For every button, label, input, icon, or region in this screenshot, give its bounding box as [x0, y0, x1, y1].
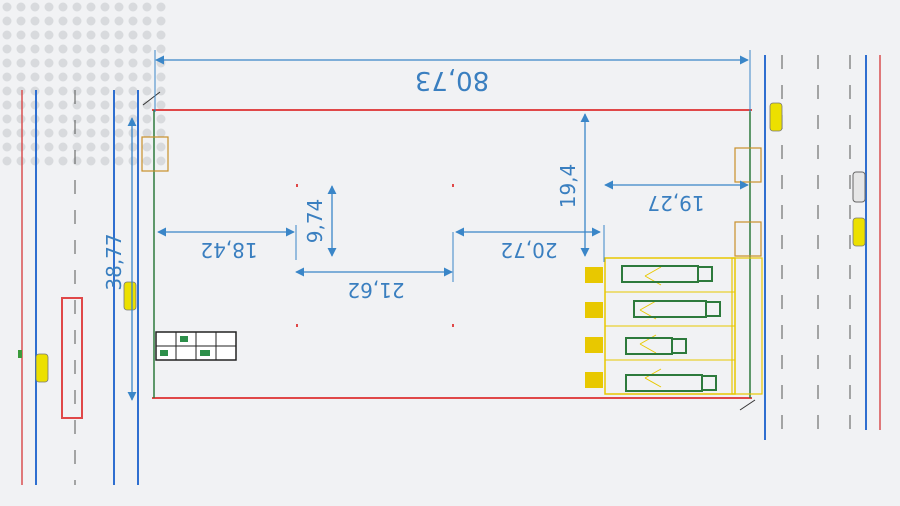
dim-span-left: 18,42 — [200, 238, 257, 262]
dim-span-middle: 21,62 — [347, 278, 404, 302]
yellow-car-right-2 — [852, 217, 866, 247]
loading-docks — [585, 257, 763, 395]
grey-car-right — [852, 171, 866, 203]
dimension-labels: 80,73 38,77 19,4 19,27 18,42 9,74 21,62 … — [102, 65, 705, 302]
trucks — [621, 265, 721, 392]
dimension-lines — [127, 50, 751, 401]
dock-door-1 — [585, 267, 603, 283]
yellow-car-right — [769, 102, 783, 132]
dim-gap-right: 19,27 — [647, 191, 704, 215]
column-markers — [296, 184, 454, 327]
gatehouse-right-2 — [734, 221, 762, 257]
dim-span-dock: 20,72 — [500, 238, 557, 262]
right-road — [764, 55, 881, 440]
dock-door-3 — [585, 337, 603, 353]
dim-overall-length: 80,73 — [415, 65, 489, 95]
gatehouse-left — [141, 136, 169, 172]
office-block — [155, 331, 237, 361]
dim-overall-width: 38,77 — [102, 233, 126, 290]
dim-span-small: 9,74 — [303, 199, 327, 244]
red-truck — [61, 297, 83, 419]
dock-door-2 — [585, 302, 603, 318]
yellow-car-left — [35, 353, 49, 383]
dotted-texture — [0, 0, 170, 170]
dim-depth-right: 19,4 — [556, 164, 580, 209]
dock-door-4 — [585, 372, 603, 388]
site-boundary — [141, 91, 762, 411]
